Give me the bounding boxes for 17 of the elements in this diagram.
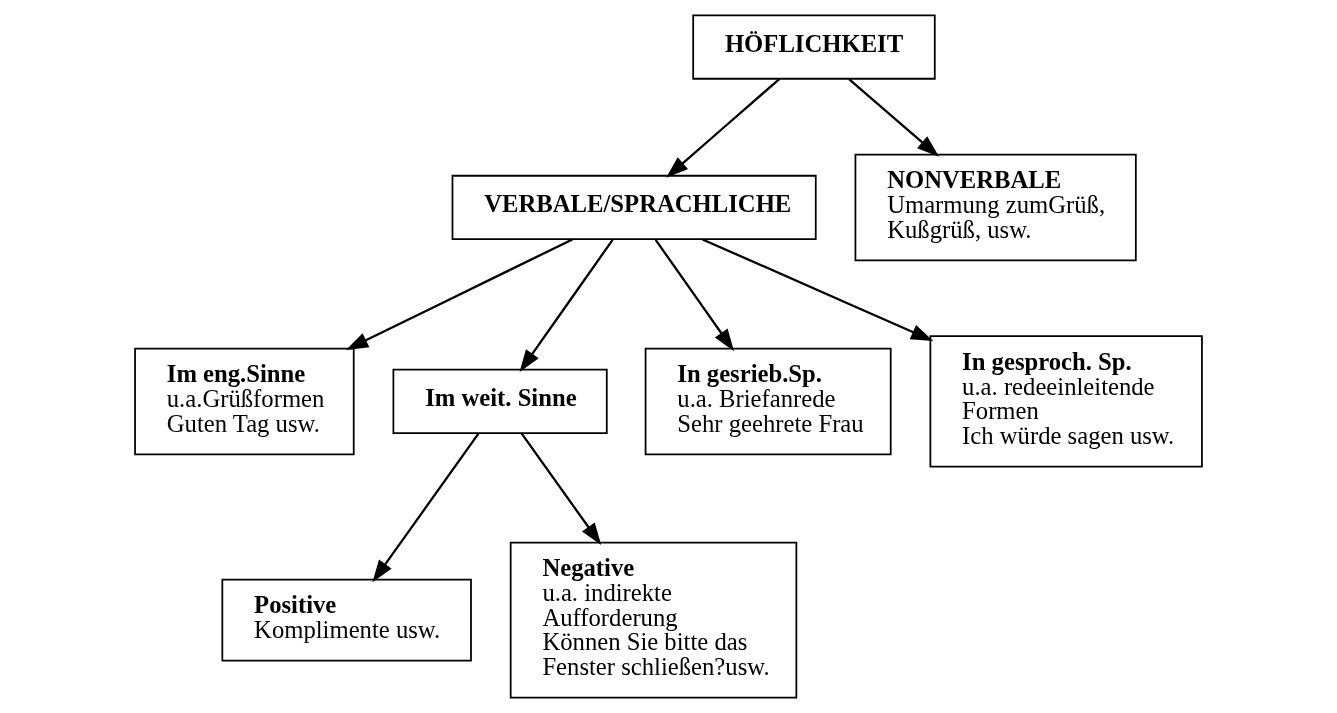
node-box: In gesrieb.Sp. u.a. Briefanrede Sehr geehrete Frau	[644, 347, 892, 456]
arrow	[520, 432, 602, 546]
arrow	[848, 78, 940, 157]
node-box: Im eng.Sinne u.a.Grüßformen Guten Tag usw.	[134, 347, 355, 456]
node-box: Im weit. Sinne	[392, 368, 608, 435]
node-box: In gesproch. Sp. u.a. redeeinleitende Formen Ich würde sagen usw.	[929, 335, 1203, 468]
arrow	[666, 78, 781, 178]
arrow	[346, 238, 573, 351]
node-box: NONVERBALE Umarmung zumGrüß, Kußgrüß, usw.	[854, 153, 1137, 262]
arrow	[702, 238, 934, 342]
arrow	[519, 239, 614, 372]
node-box: Positive Komplimente usw.	[221, 578, 472, 662]
arrow	[654, 239, 734, 352]
node-box: HÖFLICHKEIT	[692, 14, 936, 80]
node-box: Negative u.a. indirekte Aufforderung Können Sie bitte das Fenster schließen?usw.	[509, 541, 798, 699]
arrow	[372, 432, 480, 583]
node-box: VERBALE/SPRACHLICHE	[451, 174, 817, 241]
